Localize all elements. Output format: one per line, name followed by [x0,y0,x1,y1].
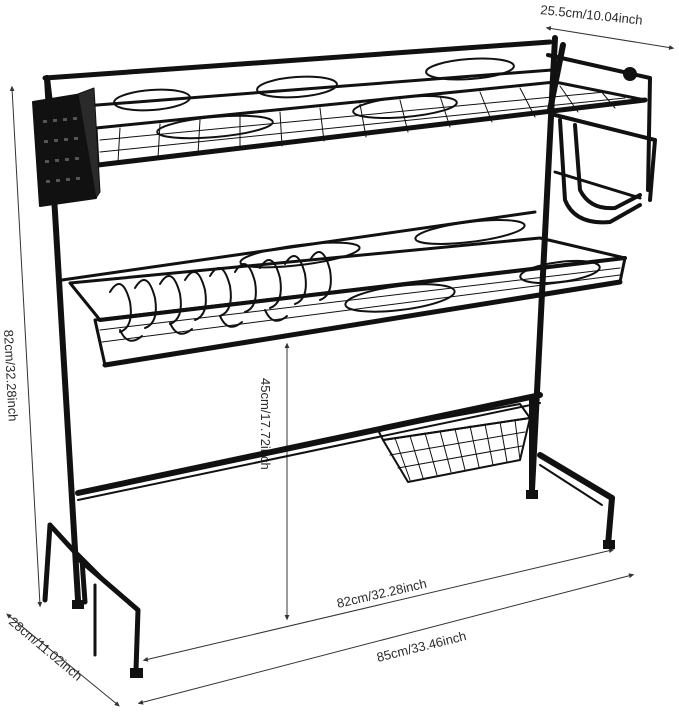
left-foot [42,522,143,678]
height-total-label: 82cm/32.28inch [1,329,21,421]
depth-top-label: 25.5cm/10.04inch [540,2,644,28]
width-outer-line [137,573,635,705]
right-foot [526,397,615,549]
right-front-post [547,42,566,113]
lower-crossbar [75,392,543,501]
utensil-holder [32,87,101,207]
dimension-lines [6,26,675,707]
height-total-line [9,85,43,608]
height-clearance-label: 45cm/17.72inch [258,378,273,470]
depth-base-line [6,613,120,707]
rail-oval [113,88,191,112]
dish-shelf [60,210,627,368]
side-hanger [546,53,657,225]
width-inner-line [142,548,615,662]
rack-frame [32,35,657,678]
depth-base-label: 28cm/11.02inch [6,614,85,684]
top-rail [42,39,554,112]
width-outer-label: 85cm/33.46inch [375,628,468,665]
rail-oval [425,57,515,81]
depth-top-line [545,26,675,50]
hanging-basket [377,403,531,483]
rail-oval [256,75,338,99]
width-inner-label: 82cm/32.28inch [335,576,428,611]
